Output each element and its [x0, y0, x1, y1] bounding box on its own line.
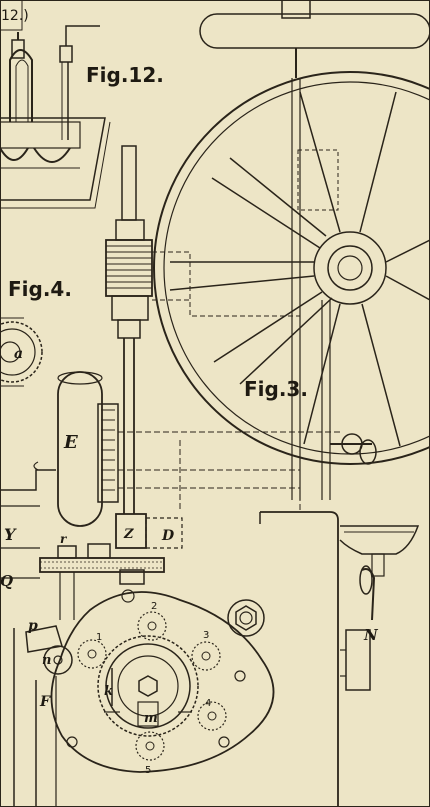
part-label-n: n: [42, 653, 51, 668]
vertical-spindle: [105, 145, 300, 549]
gear-train-row: [0, 543, 165, 620]
plate-number-box: 12.): [0, 0, 29, 31]
part-label-F: F: [39, 694, 51, 710]
part-label-Q: Q: [0, 572, 13, 590]
part-label-p: p: [28, 618, 38, 634]
part-label-Z: Z: [123, 527, 134, 542]
fig12-label: Fig.12.: [86, 63, 164, 87]
drum-and-shaft: [0, 371, 377, 527]
gear-number-3: 3: [203, 630, 209, 641]
part-label-D: D: [161, 528, 175, 544]
gear-number-4: 4: [205, 698, 211, 709]
main-column: [291, 78, 339, 500]
hand-wheel-top: [199, 0, 430, 78]
fig12-apparatus: [0, 25, 111, 209]
part-label-N: N: [363, 626, 379, 644]
fig4-label: Fig.4.: [8, 277, 72, 301]
part-label-Y: Y: [4, 525, 17, 544]
part-label-a: a: [14, 346, 23, 362]
part-label-m: m: [144, 711, 158, 726]
part-label-E: E: [63, 432, 78, 453]
fig4-gear: [0, 317, 43, 387]
gear-cover-plate: [13, 589, 275, 807]
part-label-k: k: [104, 684, 113, 699]
part-label-r: r: [60, 532, 68, 546]
machine-frame: [227, 511, 420, 807]
gear-number-1: 1: [96, 632, 102, 643]
plate-number: 12.): [1, 8, 29, 24]
gear-number-5: 5: [145, 765, 151, 776]
gear-number-2: 2: [151, 601, 157, 612]
fig3-label: Fig.3.: [244, 377, 308, 401]
